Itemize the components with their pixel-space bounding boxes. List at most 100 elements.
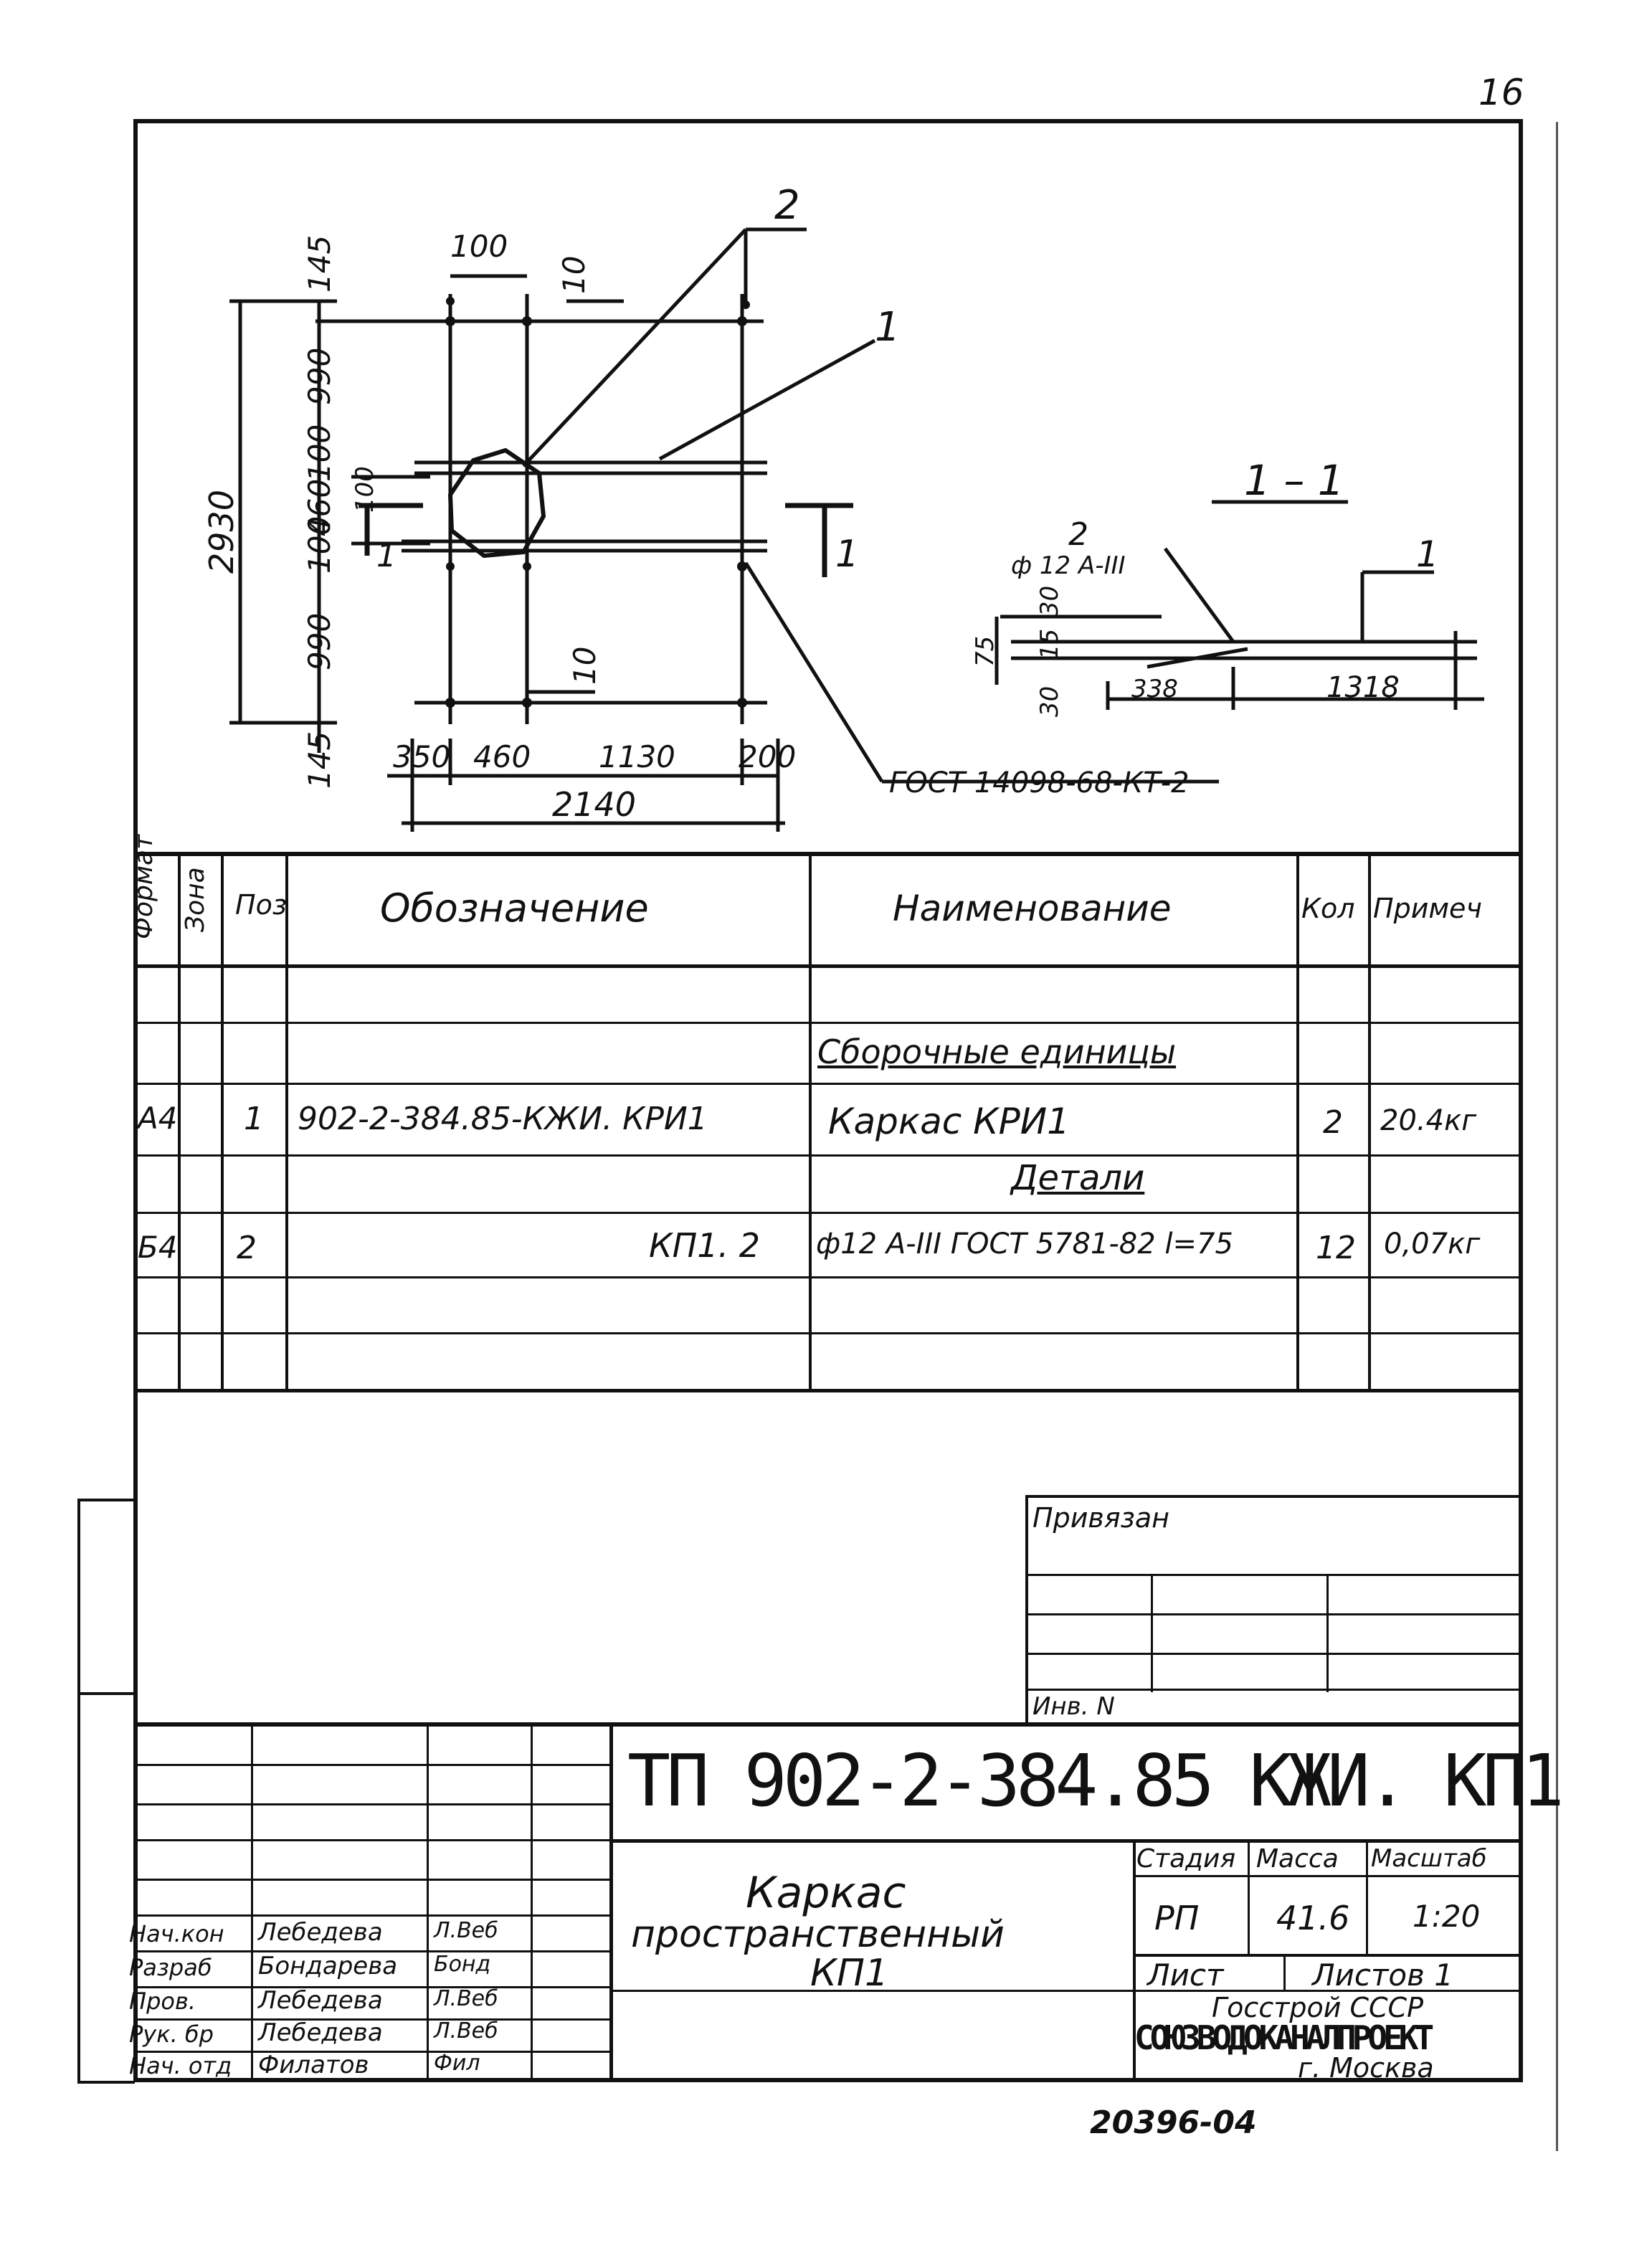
spec-header-line bbox=[133, 964, 1523, 968]
sign-signature: Л.Веб bbox=[434, 2018, 498, 2044]
row1-name: Каркас КРИ1 bbox=[828, 1101, 1070, 1142]
scale-label: Масштаб bbox=[1371, 1844, 1487, 1873]
drawing-code: ТП 902-2-384.85 КЖИ. КП1 bbox=[627, 1739, 1565, 1823]
drawing-area: 100 10 145 990 100 460 100 990 145 2930 … bbox=[202, 182, 1484, 832]
scale-value: 1:20 bbox=[1413, 1899, 1481, 1934]
title-org-line bbox=[1133, 1990, 1523, 1992]
sign-signature: Л.Веб bbox=[434, 1986, 498, 2011]
sign-col-line bbox=[251, 1722, 253, 2081]
dim-left-bottom: 145 bbox=[302, 731, 337, 789]
spec-row-line bbox=[133, 1154, 1523, 1157]
dim-top-right: 10 bbox=[556, 256, 592, 294]
header-note: Примеч bbox=[1373, 893, 1482, 924]
left-strip-top bbox=[77, 1499, 135, 1501]
row1-qty: 2 bbox=[1323, 1104, 1343, 1141]
sign-row-line bbox=[133, 1803, 609, 1805]
spec-col-line bbox=[1368, 853, 1371, 1391]
row2-note: 0,07кг bbox=[1384, 1228, 1481, 1261]
section-dim-30: 30 bbox=[1035, 586, 1064, 617]
left-strip-mid bbox=[77, 1692, 135, 1695]
section-mark-right: 1 bbox=[835, 533, 859, 576]
section-rebar: ф 12 А-III bbox=[1011, 551, 1126, 580]
sign-name: Филатов bbox=[258, 2051, 369, 2079]
sign-name: Лебедева bbox=[258, 1986, 383, 2015]
binding-label: Привязан bbox=[1032, 1502, 1169, 1534]
sign-role: Нач.кон bbox=[129, 1920, 224, 1947]
spec-row-line bbox=[133, 1212, 1523, 1214]
header-pos: Поз bbox=[235, 889, 288, 921]
dim-left-3: 460 bbox=[302, 479, 337, 536]
sign-row-line bbox=[133, 1914, 609, 1917]
spec-row-line bbox=[133, 1276, 1523, 1278]
dim-left-4: 100 bbox=[302, 516, 337, 574]
binding-row-line bbox=[1025, 1653, 1523, 1655]
mass-label: Масса bbox=[1256, 1844, 1339, 1874]
right-margin-line bbox=[1556, 122, 1558, 2151]
dim-top: 100 bbox=[450, 229, 508, 264]
title-line-3: КП1 bbox=[810, 1952, 889, 1995]
spec-col-line bbox=[1296, 853, 1299, 1391]
header-name: Наименование bbox=[893, 888, 1172, 929]
sign-name: Лебедева bbox=[258, 2018, 383, 2047]
stage-value: РП bbox=[1154, 1899, 1200, 1937]
spec-row-line bbox=[133, 1332, 1523, 1334]
sign-col-line bbox=[531, 1722, 533, 2081]
sign-name: Бондарева bbox=[258, 1952, 398, 1980]
row2-designation: КП1. 2 bbox=[649, 1226, 761, 1265]
dim-b1: 350 bbox=[393, 739, 450, 774]
section-details: Детали bbox=[1011, 1158, 1145, 1198]
footer-code: 20396-04 bbox=[1090, 2104, 1257, 2141]
row1-designation: 902-2-384.85-КЖИ. КРИ1 bbox=[298, 1101, 708, 1137]
title-stage-line bbox=[1133, 1875, 1523, 1877]
binding-row-line bbox=[1025, 1689, 1523, 1691]
section-mark-left: 1 bbox=[376, 538, 397, 574]
sheet-label: Лист bbox=[1147, 1957, 1224, 1993]
dim-total-width: 2140 bbox=[552, 785, 636, 824]
row1-note: 20.4кг bbox=[1380, 1104, 1477, 1137]
dim-left-5: 990 bbox=[302, 613, 337, 670]
sign-role: Рук. бр bbox=[129, 2021, 214, 2048]
org-line-2: СОЮЗВОДОКАНАЛПРОЕКТ bbox=[1134, 2018, 1434, 2057]
section-dim-1318: 1318 bbox=[1326, 671, 1400, 704]
section-dim-75: 75 bbox=[971, 636, 1000, 667]
header-designation: Обозначение bbox=[380, 886, 649, 931]
section-title: 1 – 1 bbox=[1244, 456, 1344, 505]
standard-label: ГОСТ 14098-68-КТ-2 bbox=[889, 766, 1190, 799]
sign-row-line bbox=[133, 2051, 609, 2053]
title-sheet-line bbox=[1133, 1954, 1523, 1957]
left-strip-line bbox=[77, 1499, 80, 2084]
sign-role: Нач. отд bbox=[129, 2052, 232, 2079]
dim-mid-10: 10 bbox=[567, 647, 602, 685]
spec-col-line bbox=[221, 853, 224, 1391]
spec-bottom-line bbox=[133, 1389, 1523, 1392]
section-assembly: Сборочные единицы bbox=[817, 1033, 1177, 1071]
spec-col-line bbox=[285, 853, 288, 1391]
title-name-line bbox=[609, 1990, 1133, 1992]
row2-pos: 2 bbox=[237, 1230, 257, 1266]
binding-top-line bbox=[1025, 1495, 1523, 1498]
spec-col-line bbox=[809, 853, 812, 1391]
pos-1-label: 1 bbox=[875, 304, 901, 351]
dim-left-2: 100 bbox=[302, 424, 337, 482]
binding-col-line bbox=[1326, 1574, 1329, 1692]
pos-2-label: 2 bbox=[774, 182, 800, 229]
row2-format: Б4 bbox=[138, 1230, 178, 1265]
sign-name: Лебедева bbox=[258, 1918, 383, 1947]
title-stage-col bbox=[1248, 1839, 1250, 1954]
dim-left-top: 145 bbox=[302, 235, 337, 293]
binding-row-line bbox=[1025, 1613, 1523, 1615]
stage-label: Стадия bbox=[1136, 1844, 1236, 1874]
row1-pos: 1 bbox=[244, 1101, 264, 1137]
title-right-col bbox=[1133, 1839, 1136, 2081]
title-line-2: пространственный bbox=[631, 1913, 1005, 1956]
binding-left-line bbox=[1025, 1495, 1028, 1724]
sign-signature: Фил bbox=[434, 2051, 480, 2076]
org-line-3: г. Москва bbox=[1298, 2052, 1434, 2084]
row2-qty: 12 bbox=[1316, 1230, 1356, 1266]
page-number: 16 bbox=[1478, 72, 1524, 113]
inv-label: Инв. N bbox=[1032, 1692, 1115, 1721]
section-pos-2: 2 bbox=[1068, 516, 1088, 553]
dim-b3: 1130 bbox=[599, 739, 675, 774]
drawing-frame bbox=[133, 119, 1523, 2082]
sign-col-line bbox=[427, 1722, 429, 2081]
